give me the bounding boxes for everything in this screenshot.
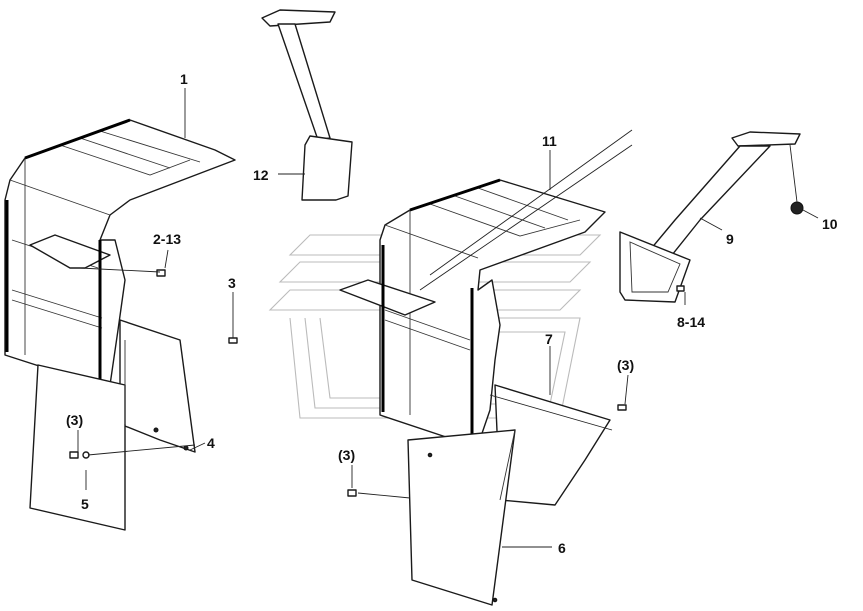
left-mirror [261, 9, 353, 201]
label-part-12: 12 [253, 167, 269, 183]
label-part-3-left: (3) [66, 412, 83, 428]
label-part-9: 9 [726, 231, 734, 247]
leader-lines [77, 88, 819, 548]
right-mud-flap [407, 384, 611, 606]
left-fender [4, 118, 236, 386]
label-part-10: 10 [822, 216, 838, 232]
part-labels: 1 2-13 3 (3) 4 5 12 11 7 (3) (3) 6 8-14 … [66, 71, 838, 556]
label-part-3: 3 [228, 275, 236, 291]
label-part-2-13: 2-13 [153, 231, 181, 247]
label-part-8-14: 8-14 [677, 314, 705, 330]
fastener-right-3 [617, 404, 627, 411]
label-part-1: 1 [180, 71, 188, 87]
right-mirror [619, 131, 801, 303]
label-part-3-right: (3) [617, 357, 634, 373]
bolt-10-icon [790, 201, 804, 215]
fastener-2-13 [156, 269, 166, 277]
label-part-7: 7 [545, 331, 553, 347]
fastener-3 [228, 337, 238, 344]
fasteners [69, 201, 804, 497]
right-fender [339, 178, 606, 446]
fastener-left-3 [69, 451, 79, 459]
label-part-4: 4 [207, 435, 215, 451]
label-part-6: 6 [558, 540, 566, 556]
label-part-5: 5 [81, 496, 89, 512]
label-part-11: 11 [542, 133, 557, 149]
left-mud-flap [29, 319, 196, 531]
label-part-3-center: (3) [338, 447, 355, 463]
fastener-center-3 [347, 489, 357, 497]
fastener-8-14 [676, 285, 685, 292]
